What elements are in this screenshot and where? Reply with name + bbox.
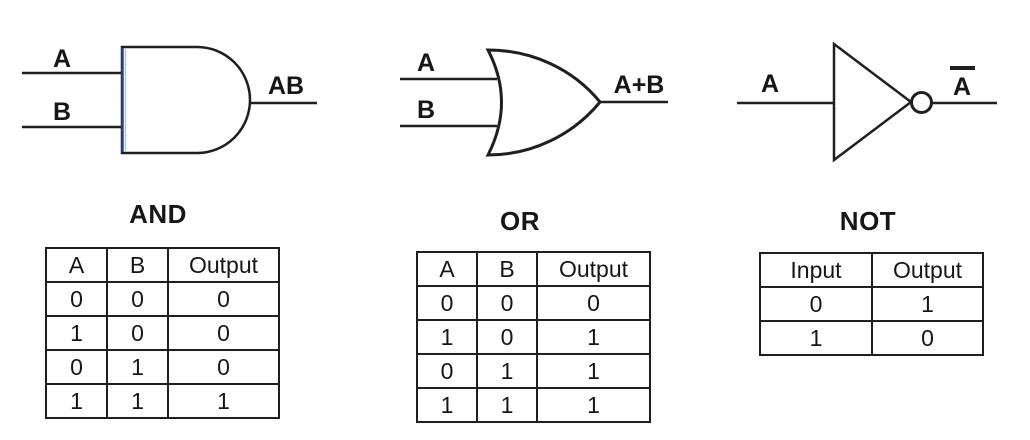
and-input-a-label: A xyxy=(53,45,71,73)
table-cell: 1 xyxy=(416,319,478,355)
or-truth-table: A B Output 0 0 0 1 0 1 0 1 1 1 1 1 xyxy=(416,251,651,423)
not-inversion-bubble xyxy=(910,91,933,114)
column-header: B xyxy=(476,251,538,287)
or-gate-title: OR xyxy=(500,206,540,236)
table-cell: 1 xyxy=(167,383,280,419)
table-row: 1 0 0 xyxy=(45,315,280,351)
table-row: 1 0 xyxy=(759,320,984,356)
or-input-a-label: A xyxy=(417,49,435,77)
not-gate-title: NOT xyxy=(839,206,897,236)
table-cell: 1 xyxy=(536,387,651,423)
column-header: Output xyxy=(167,247,280,283)
table-header-row: A B Output xyxy=(45,247,280,283)
or-output-label: A+B xyxy=(614,71,665,99)
table-row: 0 1 xyxy=(759,286,984,322)
table-row: 1 1 1 xyxy=(45,383,280,419)
not-output-label: A xyxy=(953,73,971,101)
table-row: 1 0 1 xyxy=(416,319,651,355)
and-gate-title: AND xyxy=(129,199,187,229)
column-header: Input xyxy=(759,252,873,288)
and-truth-table: A B Output 0 0 0 1 0 0 0 1 0 1 1 1 xyxy=(45,247,280,419)
table-cell: 0 xyxy=(45,281,108,317)
table-row: 0 1 1 xyxy=(416,353,651,389)
table-cell: 0 xyxy=(167,349,280,385)
table-cell: 0 xyxy=(45,349,108,385)
table-cell: 0 xyxy=(106,315,169,351)
column-header: Output xyxy=(871,252,984,288)
table-row: 1 1 1 xyxy=(416,387,651,423)
and-gate: A B AB xyxy=(22,45,317,155)
table-cell: 0 xyxy=(759,286,873,322)
and-input-b-label: B xyxy=(53,98,71,126)
table-cell: 1 xyxy=(759,320,873,356)
table-cell: 0 xyxy=(536,285,651,321)
or-gate: A B A+B xyxy=(400,48,668,157)
not-gate: A A xyxy=(737,41,997,163)
table-cell: 1 xyxy=(476,353,538,389)
table-cell: 1 xyxy=(106,383,169,419)
column-header: A xyxy=(45,247,108,283)
table-cell: 0 xyxy=(167,315,280,351)
not-input-label: A xyxy=(761,70,779,98)
table-cell: 1 xyxy=(45,315,108,351)
table-row: 0 1 0 xyxy=(45,349,280,385)
and-gate-body xyxy=(120,45,252,155)
table-row: 0 0 0 xyxy=(416,285,651,321)
table-cell: 1 xyxy=(476,387,538,423)
table-cell: 1 xyxy=(45,383,108,419)
table-cell: 0 xyxy=(167,281,280,317)
table-header-row: Input Output xyxy=(759,252,984,288)
column-header: B xyxy=(106,247,169,283)
not-truth-table: Input Output 0 1 1 0 xyxy=(759,252,984,356)
table-cell: 1 xyxy=(416,387,478,423)
or-input-b-label: B xyxy=(417,96,435,124)
column-header: A xyxy=(416,251,478,287)
table-cell: 0 xyxy=(416,285,478,321)
table-cell: 0 xyxy=(871,320,984,356)
or-gate-body xyxy=(485,48,602,157)
table-cell: 1 xyxy=(536,319,651,355)
column-header: Output xyxy=(536,251,651,287)
table-header-row: A B Output xyxy=(416,251,651,287)
table-cell: 0 xyxy=(416,353,478,389)
and-output-label: AB xyxy=(268,72,304,100)
table-cell: 1 xyxy=(871,286,984,322)
table-cell: 1 xyxy=(536,353,651,389)
table-cell: 0 xyxy=(106,281,169,317)
table-cell: 1 xyxy=(106,349,169,385)
table-cell: 0 xyxy=(476,285,538,321)
table-cell: 0 xyxy=(476,319,538,355)
not-gate-body xyxy=(832,41,914,163)
table-row: 0 0 0 xyxy=(45,281,280,317)
